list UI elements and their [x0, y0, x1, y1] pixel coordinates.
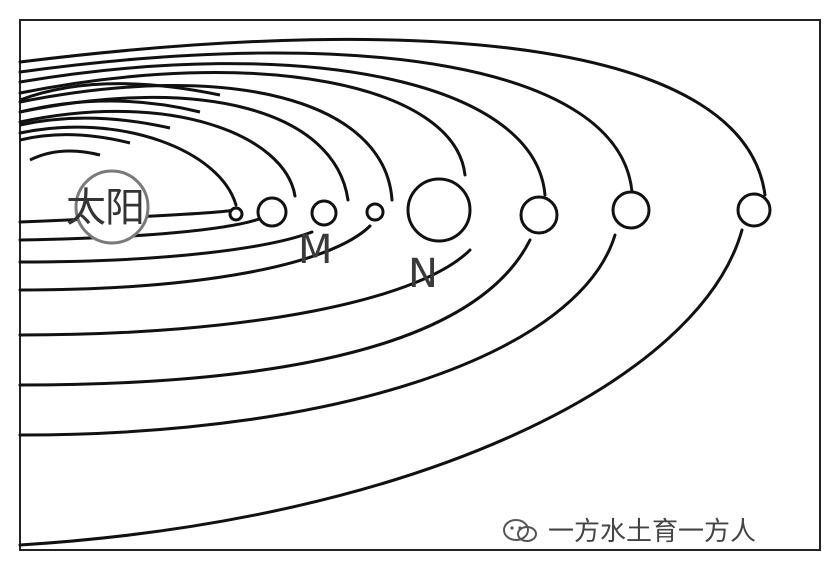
orbit-7 — [18, 233, 617, 437]
planet-2 — [256, 196, 288, 228]
orbit-8 — [18, 228, 744, 547]
watermark: 一方水土育一方人 — [500, 511, 756, 548]
orbit-6-top — [18, 62, 547, 197]
orbit-4-top — [18, 83, 394, 202]
orbit-6 — [18, 238, 532, 387]
orbit-5 — [18, 248, 472, 337]
planet-4 — [365, 202, 385, 222]
planet-m — [310, 199, 338, 227]
planet-1 — [228, 206, 244, 222]
orbit-2 — [18, 216, 264, 242]
frame — [19, 19, 821, 551]
orbit-lines — [18, 37, 767, 547]
orbit-2-top — [18, 109, 297, 198]
orbit-7-top — [18, 51, 634, 194]
watermark-text: 一方水土育一方人 — [548, 517, 757, 547]
sun-outline — [74, 169, 150, 245]
orbit-8-top — [18, 37, 767, 197]
orbit-1-top — [18, 125, 238, 207]
orbit-5-top — [18, 71, 467, 177]
orbit-4 — [18, 224, 372, 292]
planet-n-label: N — [408, 251, 438, 297]
planet-6 — [519, 195, 559, 235]
wechat-icon — [503, 518, 537, 542]
orbit-3-top — [18, 96, 350, 202]
orbit-3 — [18, 230, 314, 264]
sun-label: 太阳 — [66, 185, 145, 231]
planet-m-label: M — [298, 227, 333, 273]
planet-7 — [611, 190, 651, 230]
planets — [228, 177, 772, 243]
planet-n — [406, 177, 472, 243]
planet-8 — [736, 192, 772, 228]
orbit-1 — [18, 208, 238, 224]
